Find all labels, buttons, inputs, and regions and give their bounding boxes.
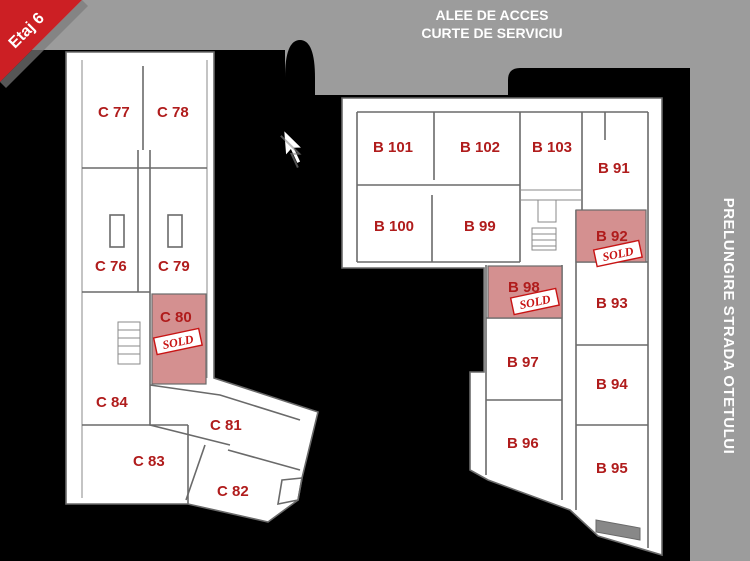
room-c76-label: C 76: [95, 258, 127, 275]
room-c79[interactable]: C 79: [158, 258, 190, 275]
room-c83[interactable]: C 83: [133, 453, 165, 470]
sold-stamp-c80: SOLD: [152, 327, 203, 356]
sold-stamp-c80-text: SOLD: [161, 332, 195, 352]
street-label-top-2: CURTE DE SERVICIU: [421, 25, 562, 41]
building-c: [65, 51, 319, 523]
room-b95-label: B 95: [596, 460, 628, 477]
room-c84-label: C 84: [96, 394, 128, 411]
room-b100[interactable]: B 100: [374, 218, 414, 235]
room-c84[interactable]: C 84: [96, 394, 128, 411]
room-c78-label: C 78: [157, 104, 189, 121]
room-b102-label: B 102: [460, 139, 500, 156]
room-b93-label: B 93: [596, 295, 628, 312]
room-b103[interactable]: B 103: [532, 139, 572, 156]
room-b94[interactable]: B 94: [596, 376, 628, 393]
room-b97[interactable]: B 97: [507, 354, 539, 371]
room-b99-label: B 99: [464, 218, 496, 235]
room-b96-label: B 96: [507, 435, 539, 452]
sold-stamp-b98: SOLD: [509, 287, 560, 316]
street-label-right: PRELUNGIRE STRADA OTETULUI: [720, 198, 737, 455]
room-b101-label: B 101: [373, 139, 413, 156]
room-b96[interactable]: B 96: [507, 435, 539, 452]
room-b91-label: B 91: [598, 160, 630, 177]
room-c81-label: C 81: [210, 417, 242, 434]
north-arrow-icon: [280, 128, 304, 169]
room-b92-label: B 92: [596, 228, 628, 245]
floor-badge: Etaj 6: [0, 0, 88, 88]
room-c80[interactable]: C 80: [160, 309, 192, 326]
room-b92[interactable]: B 92: [596, 228, 628, 245]
sold-stamp-b92-text: SOLD: [601, 244, 635, 264]
room-c79-label: C 79: [158, 258, 190, 275]
room-b91[interactable]: B 91: [598, 160, 630, 177]
room-c82[interactable]: C 82: [217, 483, 249, 500]
room-b102[interactable]: B 102: [460, 139, 500, 156]
room-c78[interactable]: C 78: [157, 104, 189, 121]
room-b97-label: B 97: [507, 354, 539, 371]
room-b94-label: B 94: [596, 376, 628, 393]
room-c80-label: C 80: [160, 309, 192, 326]
room-c77-label: C 77: [98, 104, 130, 121]
room-b95[interactable]: B 95: [596, 460, 628, 477]
sold-stamp-b98-text: SOLD: [518, 292, 552, 312]
room-b98[interactable]: B 98: [508, 279, 540, 296]
room-c83-label: C 83: [133, 453, 165, 470]
room-c81[interactable]: C 81: [210, 417, 242, 434]
room-b93[interactable]: B 93: [596, 295, 628, 312]
room-b103-label: B 103: [532, 139, 572, 156]
sold-stamp-b92: SOLD: [592, 239, 643, 268]
room-b98-label: B 98: [508, 279, 540, 296]
room-b101[interactable]: B 101: [373, 139, 413, 156]
room-b100-label: B 100: [374, 218, 414, 235]
street-label-top-1: ALEE DE ACCES: [435, 7, 548, 23]
room-c77[interactable]: C 77: [98, 104, 130, 121]
room-c76[interactable]: C 76: [95, 258, 127, 275]
room-b99[interactable]: B 99: [464, 218, 496, 235]
room-c82-label: C 82: [217, 483, 249, 500]
